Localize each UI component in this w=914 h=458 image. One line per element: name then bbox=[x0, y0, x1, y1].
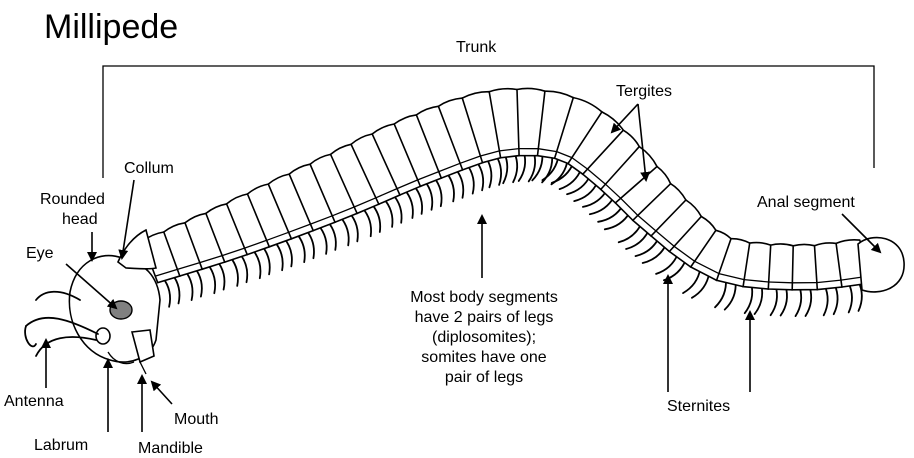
leg bbox=[641, 243, 668, 264]
label-sternites: Sternites bbox=[667, 398, 730, 415]
label-mandible: Mandible bbox=[138, 440, 203, 457]
sternite-line bbox=[310, 215, 333, 225]
sternite-line bbox=[353, 197, 377, 208]
label-rounded-head-line1: Rounded bbox=[40, 191, 105, 208]
leg bbox=[691, 272, 711, 299]
note-line-3: (diplosomites); bbox=[432, 329, 536, 346]
antenna-socket bbox=[95, 327, 111, 345]
label-rounded-head-line2: head bbox=[62, 211, 98, 228]
leg bbox=[161, 276, 171, 308]
sternite-line bbox=[620, 197, 639, 216]
sternite-line bbox=[556, 150, 573, 159]
sternite-line bbox=[459, 155, 481, 164]
arrows bbox=[41, 103, 882, 432]
leg bbox=[714, 278, 727, 309]
label-mouth: Mouth bbox=[174, 411, 218, 428]
leg bbox=[251, 248, 262, 280]
sternite-line bbox=[694, 260, 720, 275]
labrum bbox=[107, 351, 135, 365]
sternite-line bbox=[480, 150, 500, 157]
label-eye: Eye bbox=[26, 245, 54, 262]
sternite-line bbox=[655, 230, 675, 247]
label-antenna: Antenna bbox=[4, 393, 64, 410]
label-anal-segment: Anal segment bbox=[757, 194, 855, 211]
sternite-line bbox=[375, 188, 398, 199]
sternite-line bbox=[417, 170, 440, 181]
sternite-line bbox=[332, 206, 355, 217]
sternite-line bbox=[637, 214, 657, 232]
sternite-line bbox=[155, 268, 178, 277]
leg bbox=[794, 285, 803, 317]
label-tergites: Tergites bbox=[616, 83, 672, 100]
mouth bbox=[139, 361, 147, 375]
leg bbox=[184, 269, 194, 301]
anal-segment bbox=[857, 236, 905, 293]
leg bbox=[206, 262, 217, 295]
leg bbox=[229, 255, 239, 287]
sternite-line bbox=[199, 254, 223, 264]
eye bbox=[109, 300, 133, 320]
mandible bbox=[130, 329, 155, 364]
note-line-2: have 2 pairs of legs bbox=[415, 309, 554, 326]
leg bbox=[804, 285, 813, 317]
sternite-line bbox=[673, 245, 696, 262]
trunk-bracket bbox=[102, 65, 875, 178]
sternite-line bbox=[221, 247, 245, 257]
sternite-line bbox=[768, 281, 793, 284]
label-trunk: Trunk bbox=[456, 39, 497, 56]
sternite-line bbox=[288, 223, 311, 233]
label-collum: Collum bbox=[124, 160, 174, 177]
diagram-title: Millipede bbox=[44, 8, 178, 46]
note-line-5: pair of legs bbox=[445, 369, 523, 386]
label-labrum: Labrum bbox=[34, 437, 88, 454]
leg bbox=[682, 267, 702, 294]
sternite-line bbox=[266, 231, 289, 241]
note-line-1: Most body segments bbox=[410, 289, 558, 306]
body-segments bbox=[141, 87, 867, 291]
note-line-4: somites have one bbox=[421, 349, 547, 366]
note-text: Most body segments have 2 pairs of legs … bbox=[410, 289, 558, 386]
sternite-line bbox=[177, 261, 200, 271]
sternite-line bbox=[538, 148, 557, 153]
sternite-line bbox=[571, 157, 588, 170]
sternite-line bbox=[744, 278, 769, 283]
sternite-line bbox=[816, 279, 842, 284]
sternite-line bbox=[718, 272, 745, 281]
head bbox=[68, 254, 161, 375]
sternite-line bbox=[396, 179, 418, 190]
sternite-line bbox=[840, 276, 864, 281]
sternite-line bbox=[438, 162, 461, 173]
sternite-line bbox=[587, 168, 606, 185]
sternite-line bbox=[244, 239, 267, 249]
antennae bbox=[24, 290, 99, 357]
leg bbox=[603, 211, 631, 231]
sternite-line bbox=[605, 183, 622, 199]
sternite-line bbox=[499, 147, 519, 152]
leg bbox=[573, 181, 599, 202]
